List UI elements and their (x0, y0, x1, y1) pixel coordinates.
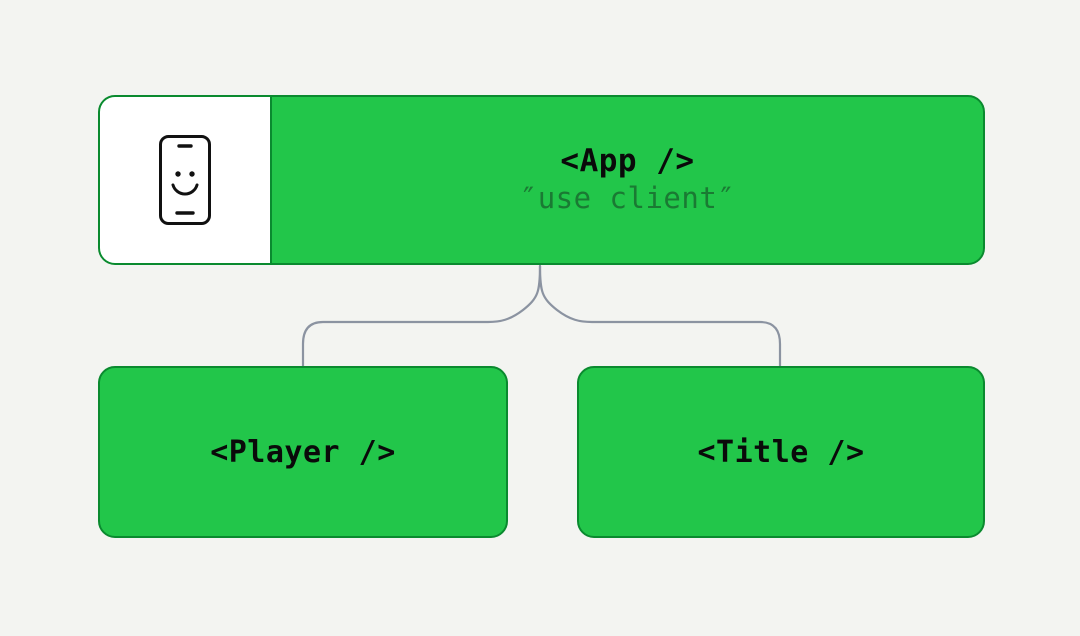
connector-right-branch (538, 264, 782, 368)
child-component-label: <Title /> (697, 434, 865, 470)
root-directive-label: ″use client″ (519, 181, 736, 216)
phone-smiley-icon (159, 135, 211, 225)
child-component-label: <Player /> (210, 434, 396, 470)
root-label-area: <App /> ″use client″ (272, 97, 983, 263)
root-icon-panel (100, 97, 272, 263)
connector-left-branch (301, 264, 542, 368)
root-component-label: <App /> (560, 142, 695, 179)
child-component-node-player[interactable]: <Player /> (98, 366, 508, 538)
root-component-node[interactable]: <App /> ″use client″ (98, 95, 985, 265)
child-component-node-title[interactable]: <Title /> (577, 366, 985, 538)
